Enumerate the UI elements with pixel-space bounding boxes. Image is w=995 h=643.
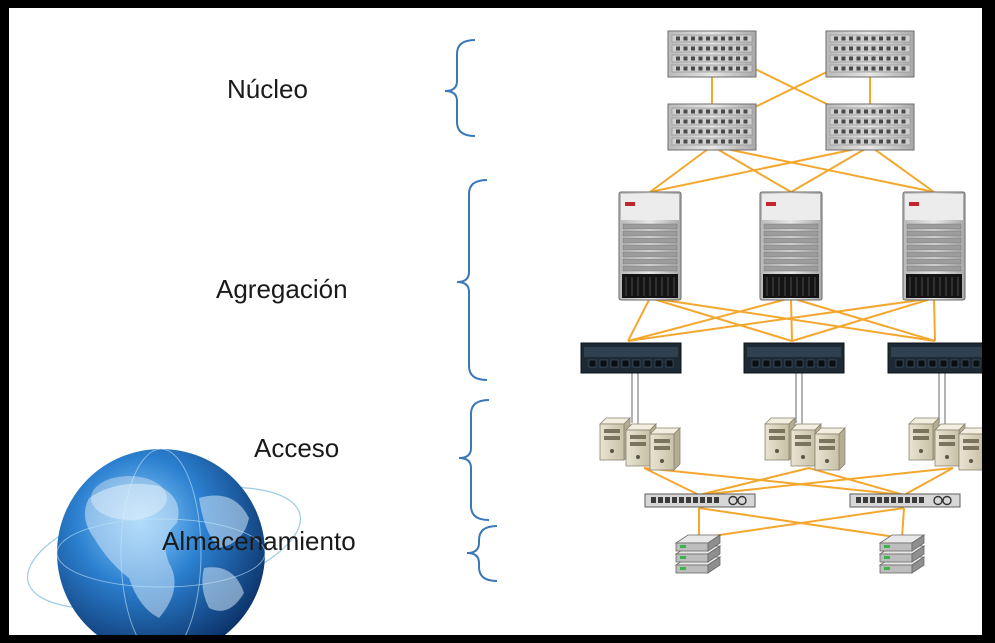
link-server-access-1-1 (808, 467, 905, 496)
link-core-agg-0-1 (711, 145, 792, 193)
link-core-agg-0-0 (649, 145, 713, 193)
bracket-aggregation (456, 179, 488, 381)
diagram-frame: Núcleo Agregación Acceso Almacenamiento (6, 5, 985, 638)
link-core-agg-1-2 (869, 145, 935, 193)
server-2-3 (958, 427, 982, 471)
server-0-3 (649, 427, 681, 471)
link-core-agg-1-0 (649, 145, 871, 193)
server-0-1 (599, 417, 631, 461)
link-server-access-1-0 (698, 467, 810, 496)
link-agg-switch-1-0 (627, 297, 792, 342)
network-links (627, 65, 954, 539)
globe-meridian (120, 448, 202, 635)
link-access-storage-1-0 (698, 507, 905, 539)
server-1-3 (814, 427, 846, 471)
server-2-1 (908, 417, 940, 461)
globe-highlight (91, 476, 167, 520)
link-server-access-2-0 (698, 467, 954, 496)
core-switch-2 (825, 30, 915, 78)
link-agg-switch-0-1 (649, 297, 793, 342)
bracket-storage (466, 525, 498, 582)
aggregation-switch-1 (580, 342, 682, 374)
tier-label-storage: Almacenamiento (162, 526, 356, 556)
access-switch-1 (644, 493, 756, 508)
link-server-access-2-1 (903, 467, 954, 496)
storage-array-1 (674, 534, 722, 574)
access-switch-2 (849, 493, 961, 508)
aggregation-chassis-3 (902, 191, 966, 301)
tier-label-aggregation: Agregación (216, 274, 348, 304)
tier-brackets (444, 39, 498, 582)
globe-icon (26, 448, 302, 635)
aggregation-chassis-1 (618, 191, 682, 301)
link-agg-switch-2-1 (791, 297, 935, 342)
aggregation-switch-3 (887, 342, 982, 374)
link-agg-switch-2-0 (627, 297, 935, 342)
bracket-access (458, 399, 490, 521)
aggregation-chassis-2 (759, 191, 823, 301)
link-server-access-0-0 (643, 467, 700, 496)
link-core-agg-1-1 (790, 145, 871, 193)
tier-label-access: Acceso (254, 433, 340, 463)
tier-label-core: Núcleo (227, 74, 308, 104)
network-devices (580, 30, 982, 574)
server-1-1 (764, 417, 796, 461)
link-agg-switch-1-1 (790, 297, 793, 342)
link-agg-switch-0-0 (627, 297, 651, 342)
link-core-cross-b (748, 65, 840, 111)
link-agg-switch-2-2 (933, 297, 936, 342)
globe-continents (85, 483, 249, 618)
globe-equator (56, 518, 266, 588)
bracket-core (444, 39, 476, 137)
network-diagram (26, 30, 982, 635)
core-switch-4 (825, 103, 915, 151)
link-core-agg-0-2 (711, 145, 935, 193)
link-access-storage-1-1 (901, 507, 905, 539)
core-switch-1 (667, 30, 757, 78)
link-server-access-0-1 (643, 467, 905, 496)
core-switch-3 (667, 103, 757, 151)
aggregation-switch-2 (743, 342, 845, 374)
storage-array-2 (878, 534, 926, 574)
